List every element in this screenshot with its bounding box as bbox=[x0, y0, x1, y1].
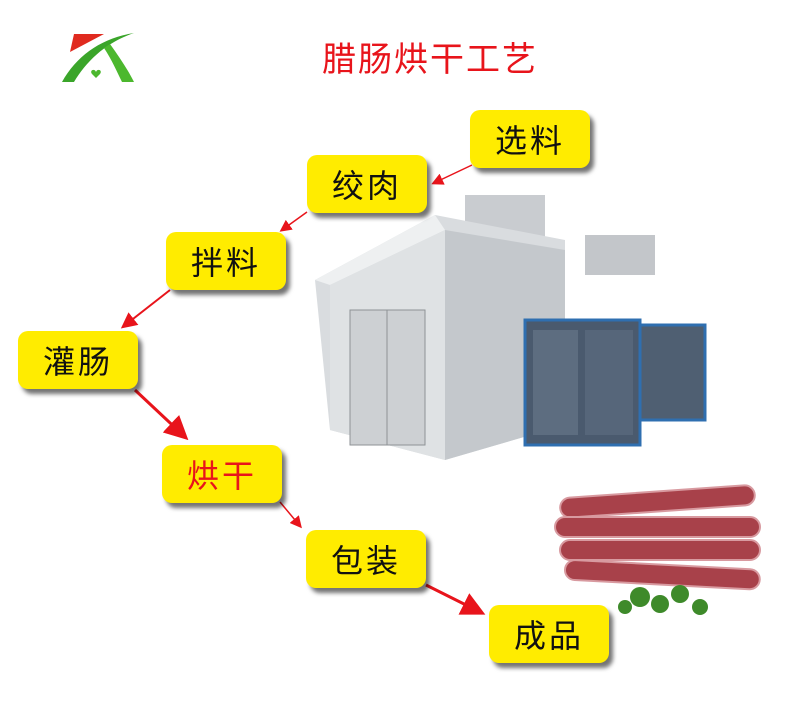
company-logo bbox=[62, 33, 134, 82]
arrow-3 bbox=[120, 289, 171, 329]
step-mince-meat: 绞肉 bbox=[307, 155, 427, 213]
step-packaging: 包装 bbox=[306, 530, 426, 588]
page-title: 腊肠烘干工艺 bbox=[322, 40, 538, 80]
step-select-material: 选料 bbox=[470, 110, 590, 168]
drying-room-image bbox=[315, 195, 707, 460]
arrow-4 bbox=[133, 388, 189, 441]
arrow-1 bbox=[431, 164, 473, 185]
sausage-image bbox=[554, 484, 761, 615]
step-finished-product: 成品 bbox=[489, 605, 609, 663]
step-stuff-casing: 灌肠 bbox=[18, 331, 138, 389]
step-mix: 拌料 bbox=[166, 232, 286, 290]
arrow-2 bbox=[279, 211, 308, 232]
step-drying: 烘干 bbox=[162, 445, 282, 503]
arrow-6 bbox=[425, 583, 486, 615]
arrow-5 bbox=[279, 501, 302, 529]
